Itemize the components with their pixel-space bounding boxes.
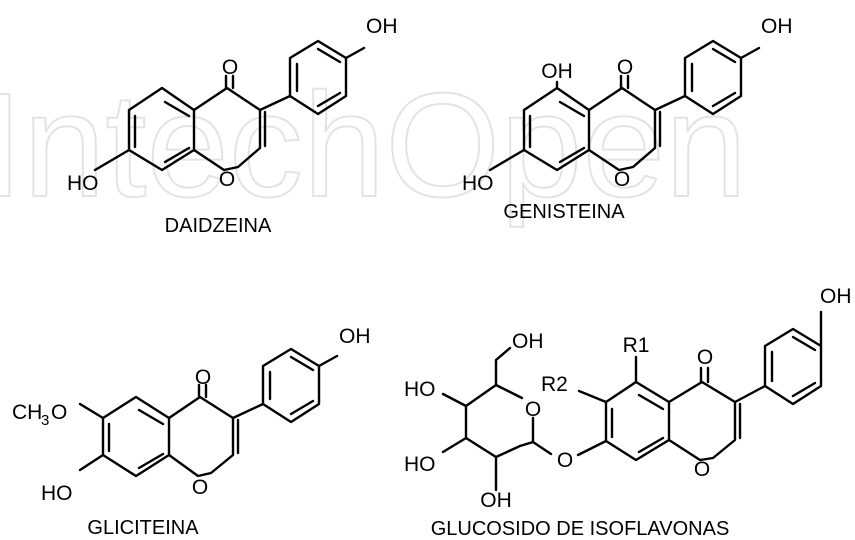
structure-glucosido-isoflavonas: OH HO O HO OH O R1 R2 O O OH GLUCOSIDO D… (404, 285, 852, 540)
genistein-oh5-label: OH (541, 60, 573, 83)
glucoside-core-bonds (576, 310, 823, 462)
glucoside-r1-label: R1 (623, 334, 650, 357)
genistein-bonds (488, 39, 761, 172)
structure-genisteina: O OH O HO OH GENISTEINA (462, 15, 793, 223)
glycitein-bonds (78, 347, 339, 478)
daidzein-oh-label: OH (366, 15, 398, 38)
glycitein-ch-label: CH (12, 401, 42, 424)
glycitein-ho-label: HO (41, 482, 73, 505)
caption-daidzeina: DAIDZEINA (165, 215, 272, 237)
watermark: IntechOpen (0, 62, 748, 229)
structure-gliciteina: O O HO CH 3 O OH GLICITEINA (12, 325, 371, 539)
structure-daidzeina: O O HO OH DAIDZEINA (67, 15, 398, 237)
genistein-ho-label: HO (462, 172, 494, 195)
daidzein-bonds (93, 39, 366, 172)
glucoside-sugar-bonds (441, 346, 553, 492)
glucoside-oh-label: OH (820, 285, 852, 308)
genistein-carbonyl-o: O (617, 56, 633, 79)
glucoside-link-o: O (557, 449, 573, 472)
glucoside-ring-o: O (694, 458, 710, 481)
glycitein-ring-o: O (192, 476, 208, 499)
genistein-oh-label: OH (761, 15, 793, 38)
glucoside-r2-label: R2 (541, 373, 568, 396)
daidzein-carbonyl-o: O (222, 56, 238, 79)
glucoside-sugar-oh-bottom: OH (480, 489, 512, 512)
glucoside-sugar-ho-upper: HO (404, 378, 436, 401)
daidzein-ring-o: O (219, 168, 235, 191)
caption-gliciteina: GLICITEINA (87, 517, 199, 539)
glucoside-sugar-ring-o: O (525, 398, 541, 421)
caption-glucosido-isoflavonas: GLUCOSIDO DE ISOFLAVONAS (431, 518, 730, 540)
glycitein-ch3-subscript: 3 (41, 412, 49, 429)
glucoside-sugar-ch2oh-label: OH (512, 330, 544, 353)
genistein-ring-o: O (614, 168, 630, 191)
caption-genisteina: GENISTEINA (503, 201, 625, 223)
glucoside-sugar-ho-lower: HO (404, 453, 436, 476)
daidzein-ho-label: HO (67, 172, 99, 195)
glucoside-carbonyl-o: O (697, 346, 713, 369)
glycitein-oh-label: OH (339, 325, 371, 348)
watermark-text: IntechOpen (0, 63, 747, 228)
glycitein-methoxy-o: O (51, 401, 67, 424)
glycitein-carbonyl-o: O (195, 366, 211, 389)
